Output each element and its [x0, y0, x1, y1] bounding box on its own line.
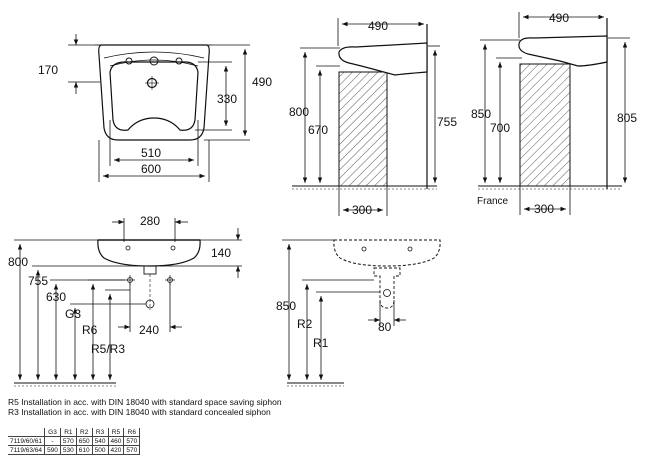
table-header: R6	[123, 428, 141, 437]
table-cell: 570	[123, 445, 141, 455]
table-cell: 650	[75, 436, 93, 446]
table-row: 7119/60/61 - 570 650 540 460 570	[8, 436, 141, 446]
spec-table: G3 R1 R2 R3 R5 R6 7119/60/61 - 570 650 5…	[8, 428, 141, 455]
table-cell: 420	[107, 445, 125, 455]
table-header: R2	[75, 428, 93, 437]
table-row: 7119/63/64 590 530 610 500 420 570	[8, 445, 141, 455]
dim-80: 80	[378, 320, 392, 334]
front-view-a	[14, 218, 242, 387]
table-cell: 610	[75, 445, 93, 455]
table-header	[8, 428, 45, 437]
dim-630: 630	[46, 290, 66, 304]
front-view-b	[282, 239, 441, 387]
dim-490-a: 490	[368, 19, 388, 33]
dim-755-front: 755	[28, 274, 48, 288]
label-r1: R1	[313, 336, 329, 350]
dim-670: 670	[308, 123, 328, 137]
dim-850-b: 850	[471, 107, 491, 121]
basin-outline	[98, 44, 210, 141]
table-cell: 530	[59, 445, 77, 455]
label-g3: G3	[65, 307, 81, 321]
bowl-inner	[109, 61, 199, 131]
table-header: R5	[107, 428, 125, 437]
front-basin-b	[333, 239, 441, 267]
dim-170: 170	[38, 63, 58, 77]
dim-280: 280	[140, 214, 160, 228]
dim-300-b: 300	[534, 202, 554, 216]
basin-profile-b	[518, 35, 608, 67]
dim-800-front: 800	[8, 255, 28, 269]
side-view-a	[292, 18, 440, 216]
label-r5r3: R5/R3	[91, 342, 125, 356]
dim-490-b: 490	[549, 11, 569, 25]
table-cell: 570	[59, 436, 77, 446]
table-header: R1	[59, 428, 77, 437]
note-r3: R3 Installation in acc. with DIN 18040 w…	[8, 407, 271, 417]
note-r5: R5 Installation in acc. with DIN 18040 w…	[8, 397, 282, 407]
label-r2: R2	[297, 317, 313, 331]
side-view-b	[478, 12, 630, 215]
dim-850-front: 850	[276, 299, 296, 313]
table-cell: 500	[91, 445, 109, 455]
dim-700: 700	[490, 121, 510, 135]
label-france: France	[477, 196, 509, 207]
dim-600: 600	[141, 162, 161, 176]
table-cell: 540	[91, 436, 109, 446]
dim-490-right: 490	[252, 75, 272, 89]
dim-510: 510	[141, 146, 161, 160]
plan-view	[95, 44, 212, 141]
table-header: R3	[91, 428, 109, 437]
table-cell: 590	[44, 445, 61, 455]
table-cell: 570	[123, 436, 141, 446]
label-r6: R6	[82, 323, 98, 337]
dim-300-a: 300	[352, 203, 372, 217]
front-basin-a	[97, 239, 201, 267]
table-cell: 460	[107, 436, 125, 446]
plan-dimensions	[68, 34, 250, 182]
dim-240: 240	[139, 323, 159, 337]
table-header-row: G3 R1 R2 R3 R5 R6	[8, 428, 141, 437]
dim-800: 800	[289, 105, 309, 119]
table-cell: 7119/60/61	[8, 436, 46, 446]
basin-profile-a	[338, 42, 428, 76]
dim-805: 805	[617, 111, 637, 125]
table-cell: -	[44, 436, 61, 446]
siphon-b	[373, 267, 401, 309]
dim-755: 755	[437, 115, 457, 129]
dim-140: 140	[211, 246, 231, 260]
dim-330: 330	[217, 92, 237, 106]
table-header: G3	[44, 428, 61, 437]
table-cell: 7119/63/64	[8, 445, 46, 455]
